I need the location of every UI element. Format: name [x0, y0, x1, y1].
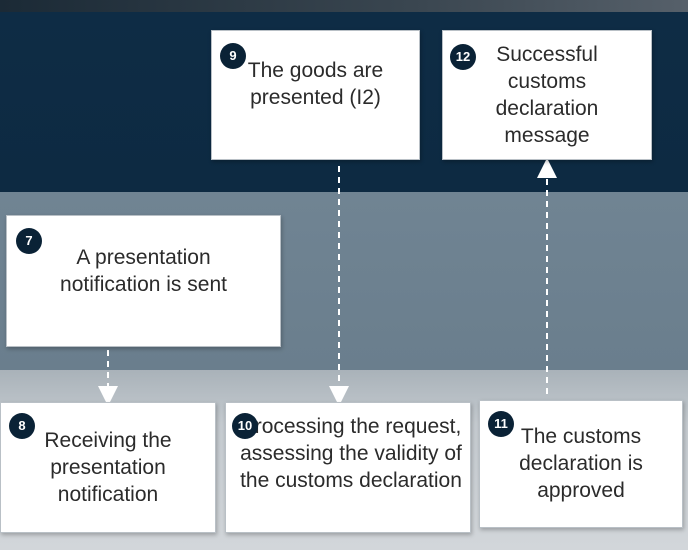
step-10-box: 10 Processing the request, assessing the… — [225, 402, 471, 533]
step-7-label: A presentation notification is sent — [60, 246, 227, 296]
step-8-box: 8 Receiving the presentation notificatio… — [0, 402, 216, 533]
step-11-label: The customs declaration is approved — [519, 425, 643, 502]
step-7-box: 7 A presentation notification is sent — [6, 215, 281, 347]
step-9-box: 9 The goods are presented (I2) — [211, 30, 420, 160]
step-10-badge: 10 — [232, 413, 258, 439]
step-10-label: Processing the request, assessing the va… — [240, 415, 462, 492]
step-7-badge: 7 — [16, 228, 42, 254]
step-8-label: Receiving the presentation notification — [44, 429, 172, 506]
step-9-label: The goods are presented (I2) — [247, 59, 384, 109]
step-12-badge: 12 — [450, 44, 476, 70]
step-9-badge: 9 — [220, 43, 246, 69]
top-edge-strip — [0, 0, 688, 12]
step-11-badge: 11 — [488, 411, 514, 437]
step-8-badge: 8 — [9, 413, 35, 439]
step-12-label: Successful customs declaration message — [495, 43, 599, 147]
step-11-box: 11 The customs declaration is approved — [479, 400, 683, 528]
step-12-box: 12 Successful customs declaration messag… — [442, 30, 652, 160]
